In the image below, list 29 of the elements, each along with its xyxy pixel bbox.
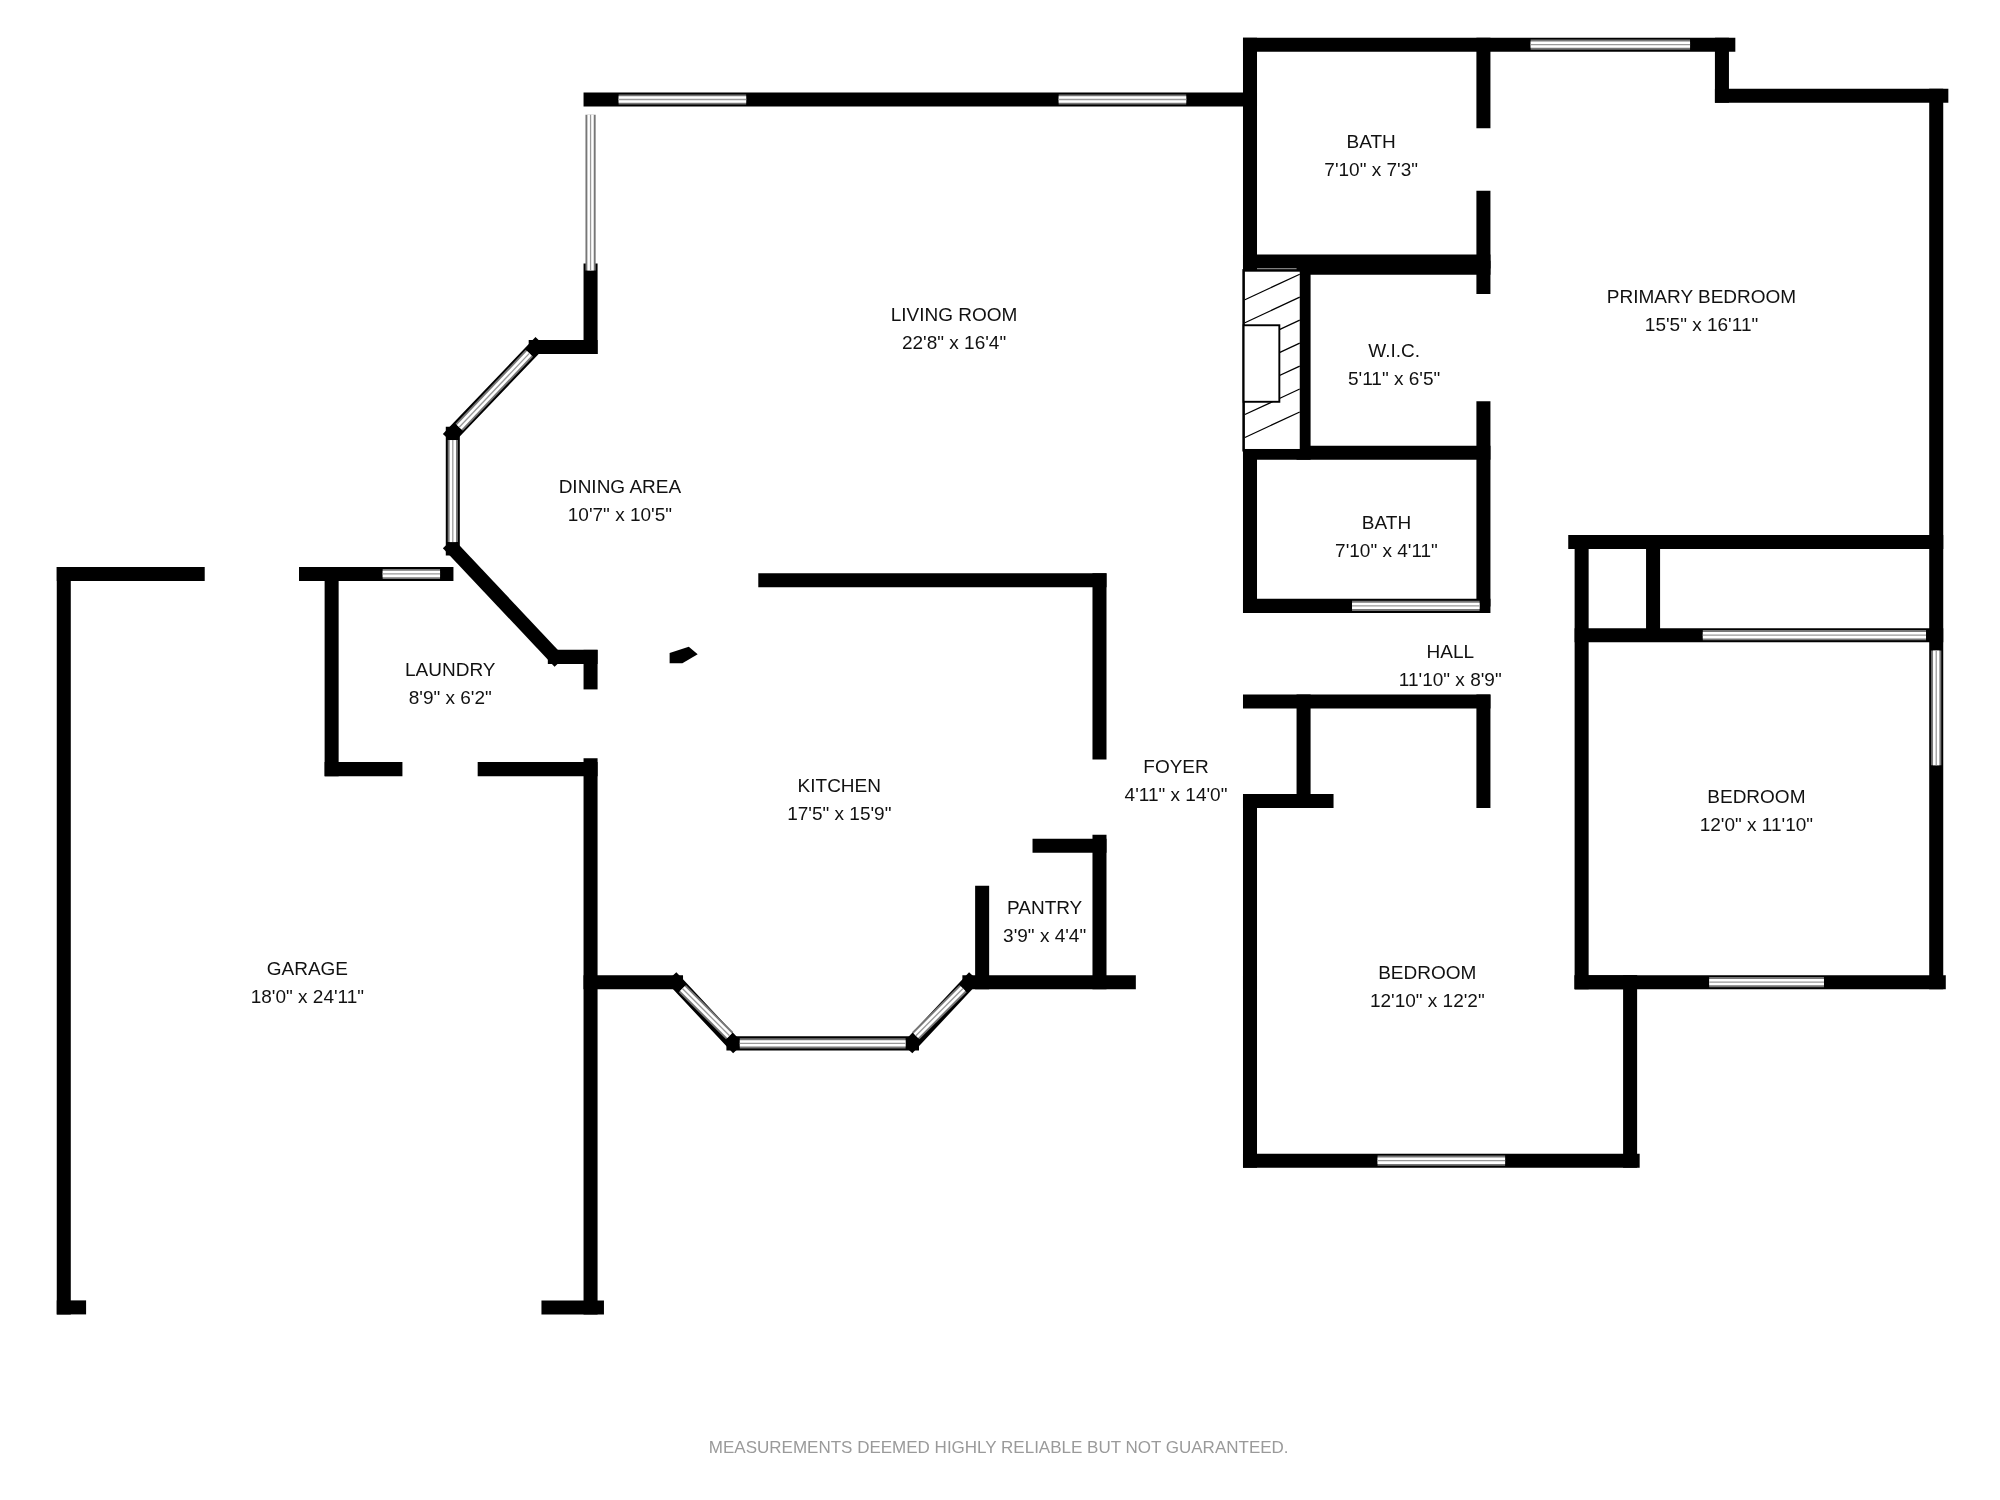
room-name: LAUNDRY [405,657,496,682]
room-name: BATH [1346,129,1396,154]
room-dimensions: 12'10" x 12'2" [1369,989,1485,1013]
room-name: BATH [1361,510,1412,535]
room-dimensions: 7'10" x 7'3" [1324,157,1418,182]
room-dimensions: 5'11" x 6'5" [1348,366,1441,391]
room-name: KITCHEN [797,773,881,798]
room-dimensions: 3'9" x 4'4" [1003,923,1087,948]
room-name: W.I.C. [1368,338,1420,363]
room-dimensions: 12'0" x 11'10" [1699,813,1814,837]
room-dimensions: 15'5" x 16'11" [1644,313,1759,337]
room-name: PANTRY [1007,895,1083,920]
room-dimensions: 8'9" x 6'2" [408,685,492,710]
room-dimensions: 22'8" x 16'4" [902,330,1007,355]
room-dimensions: 10'7" x 10'5" [567,503,672,528]
room-dimensions: 17'5" x 15'9" [787,801,892,826]
room-name: DINING AREA [558,475,682,499]
room-dimensions: 7'10" x 4'11" [1335,538,1438,563]
room-name: HALL [1426,639,1474,664]
room-name: GARAGE [266,957,349,982]
room-name: LIVING ROOM [890,302,1018,327]
room-dimensions: 18'0" x 24'11" [250,985,365,1010]
room-dimensions: 4'11" x 14'0" [1124,782,1228,807]
room-name: BEDROOM [1378,960,1477,985]
room-name: PRIMARY BEDROOM [1606,284,1797,309]
room-dimensions: 11'10" x 8'9" [1398,667,1502,692]
room-name: BEDROOM [1707,784,1806,809]
room-name: FOYER [1143,754,1209,779]
disclaimer-note: MEASUREMENTS DEEMED HIGHLY RELIABLE BUT NOT GUARANTEED. [708,1436,1289,1459]
